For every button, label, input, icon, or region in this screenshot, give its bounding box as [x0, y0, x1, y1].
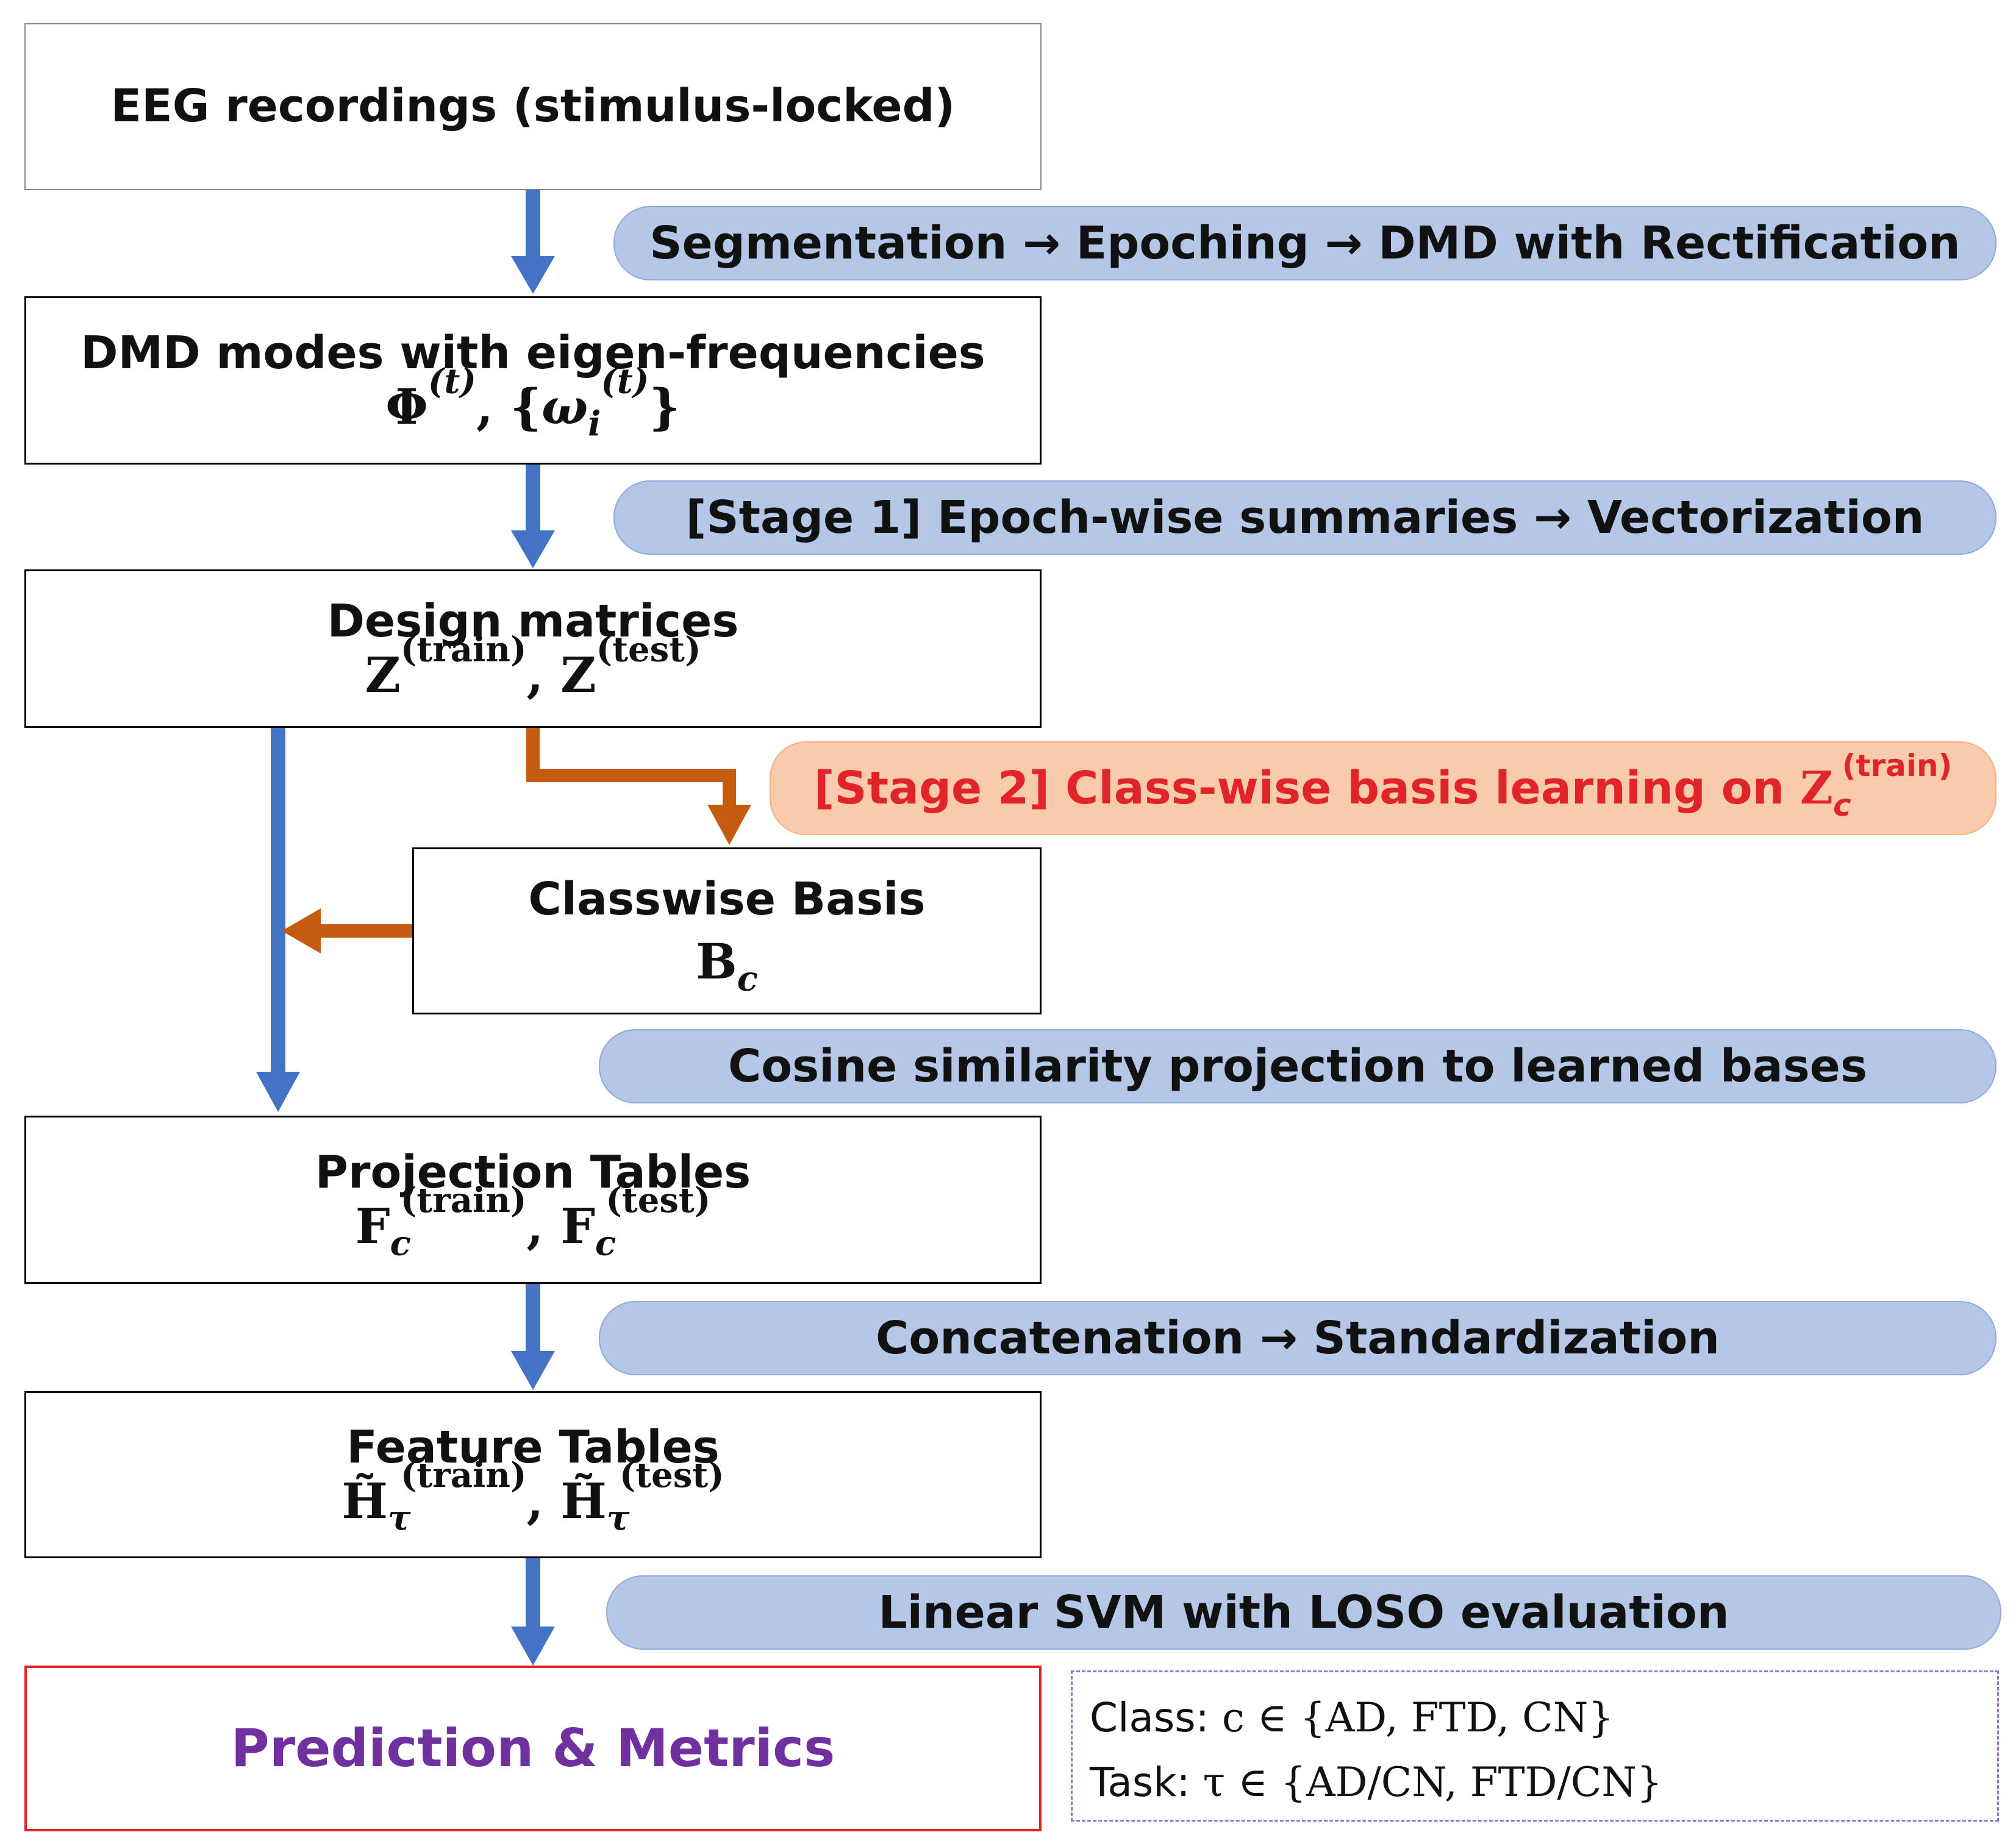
arrow-feature-to-prediction [511, 1558, 555, 1666]
design-matrices-node: Design matrices Z(train), Z(test) [24, 569, 1042, 728]
projection-tables-title: Projection Tables [315, 1146, 751, 1199]
arrow-basis-to-main [282, 908, 413, 953]
step-stage1-pill: [Stage 1] Epoch-wise summaries → Vectori… [613, 480, 1996, 555]
feature-tables-node: Feature Tables H̃τ(train), H̃τ(test) [24, 1391, 1042, 1558]
dmd-modes-title: DMD modes with eigen-frequencies [80, 327, 985, 380]
projection-tables-node: Projection Tables Fc(train), Fc(test) [24, 1116, 1042, 1284]
dmd-modes-formula: Φ(t), {ωi(t)} [385, 361, 681, 444]
legend-class-line: Class: c ∈ {AD, FTD, CN} [1090, 1694, 1614, 1741]
eeg-recordings-node: EEG recordings (stimulus-locked) [24, 23, 1042, 190]
step-cosine-pill: Cosine similarity projection to learned … [599, 1029, 1996, 1103]
step-concatenation-pill: Concatenation → Standardization [599, 1301, 1996, 1375]
arrow-eeg-to-dmd [511, 190, 555, 294]
step-svm-pill: Linear SVM with LOSO evaluation [606, 1575, 2001, 1650]
arrow-design-to-basis [526, 728, 751, 845]
classwise-basis-title: Classwise Basis [528, 873, 926, 926]
design-matrices-title: Design matrices [327, 595, 739, 648]
classwise-basis-node: Classwise Basis Bc [412, 847, 1042, 1014]
dmd-modes-node: DMD modes with eigen-frequencies Φ(t), {… [24, 296, 1042, 465]
legend-task-line: Task: τ ∈ {AD/CN, FTD/CN} [1090, 1758, 1662, 1806]
design-matrices-formula: Z(train), Z(test) [365, 629, 701, 704]
projection-tables-formula: Fc(train), Fc(test) [355, 1180, 711, 1264]
feature-tables-title: Feature Tables [346, 1421, 720, 1474]
notation-legend: Class: c ∈ {AD, FTD, CN} Task: τ ∈ {AD/C… [1071, 1670, 1999, 1822]
step-stage2-pill: [Stage 2] Class-wise basis learning on Z… [770, 741, 1996, 835]
prediction-metrics-title: Prediction & Metrics [231, 1718, 835, 1779]
arrow-projection-to-feature [511, 1284, 555, 1390]
feature-tables-formula: H̃τ(train), H̃τ(test) [341, 1455, 724, 1539]
classwise-basis-formula: Bc [696, 932, 758, 999]
arrow-dmd-to-design [511, 465, 555, 568]
step-segmentation-pill: Segmentation → Epoching → DMD with Recti… [613, 206, 1996, 280]
prediction-metrics-node: Prediction & Metrics [24, 1666, 1042, 1831]
eeg-recordings-title: EEG recordings (stimulus-locked) [110, 80, 956, 133]
arrow-design-to-projection [256, 728, 300, 1112]
